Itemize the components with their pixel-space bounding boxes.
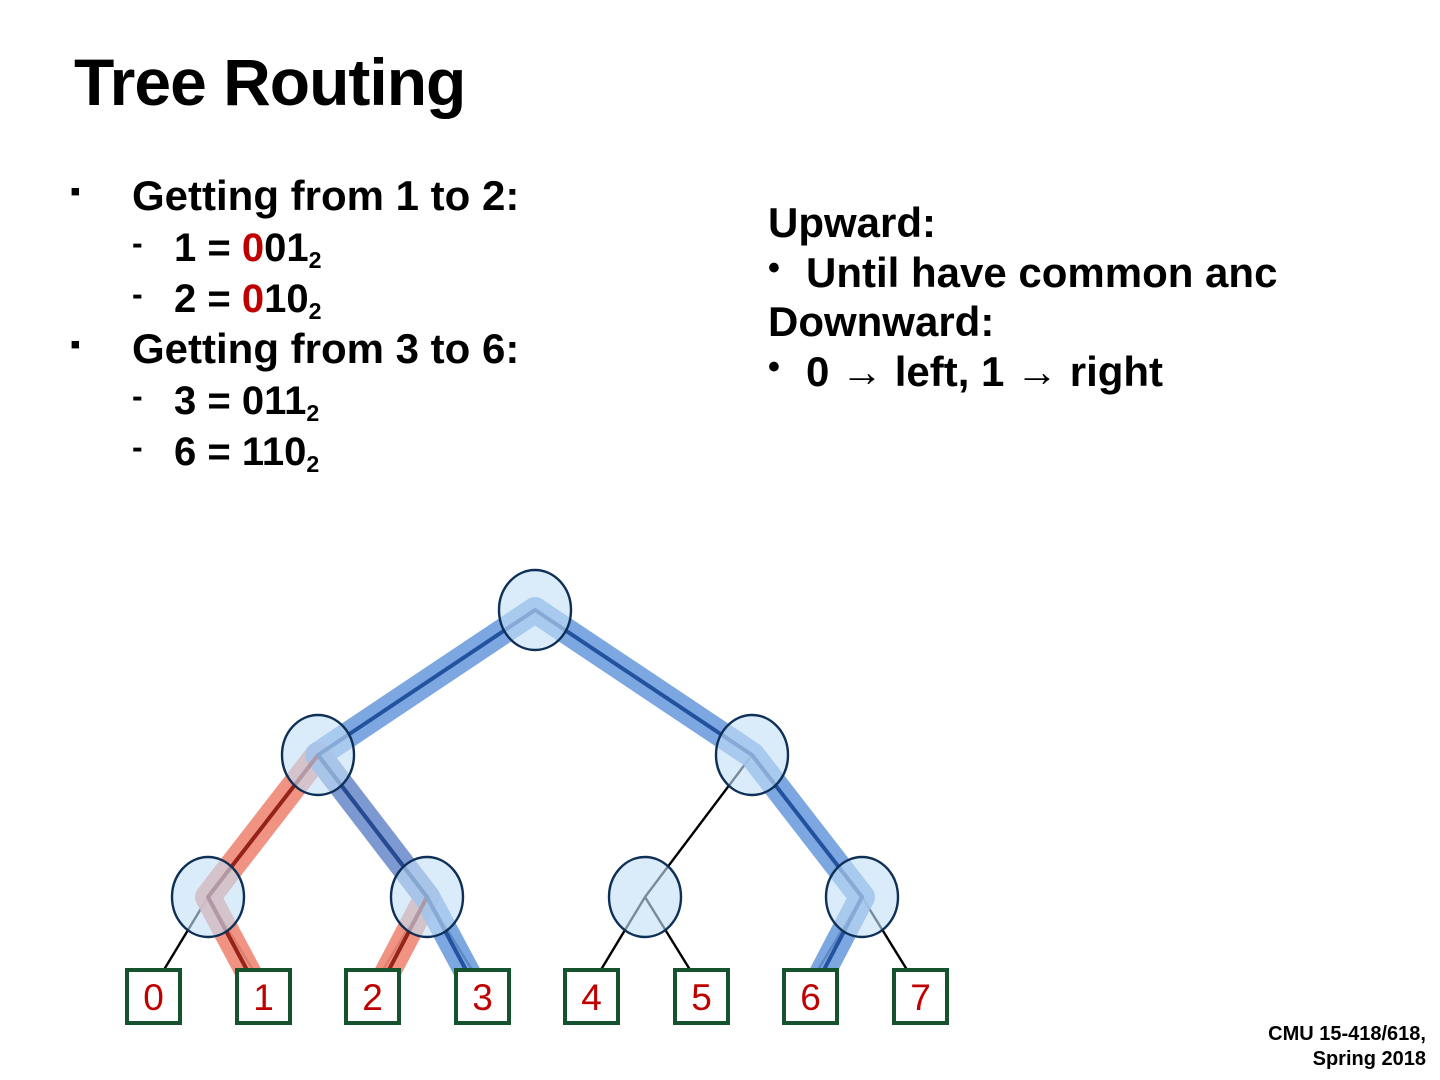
upward-rule-text: Until have common anc [806, 248, 1278, 296]
downward-rule-item: • 0 → left, 1 → right [768, 347, 1440, 397]
round-bullet-icon: • [768, 347, 780, 386]
binary-expression: 1 = 0012 [174, 224, 322, 273]
binary-rest: 110 [241, 430, 307, 475]
leaf-node-5[interactable]: 5 [673, 968, 730, 1025]
node-level2-d [824, 855, 900, 939]
bullet-label: Getting from 1 to 2: [132, 172, 520, 219]
binary-prefix: 2 = [174, 276, 242, 321]
sub-bullet-1-binary: - 1 = 0012 [132, 224, 770, 273]
binary-base: 2 [306, 400, 320, 427]
binary-prefix: 6 = [174, 430, 242, 475]
binary-expression: 2 = 0102 [174, 275, 322, 324]
page-title: Tree Routing [74, 45, 466, 119]
leaf-boxes: 0 1 2 3 4 [125, 968, 949, 1025]
node-level1-left [280, 713, 356, 797]
leaf-label: 6 [800, 977, 821, 1018]
leaf-label: 7 [910, 977, 931, 1018]
binary-prefix: 3 = [174, 379, 242, 424]
node-level2-b [389, 855, 465, 939]
dash-bullet-icon: - [132, 429, 143, 466]
upward-rule-item: • Until have common anc [768, 248, 1440, 298]
binary-rest: 10 [264, 276, 309, 321]
dash-bullet-icon: - [132, 275, 143, 312]
dash-bullet-icon: - [132, 378, 143, 415]
binary-prefix: 1 = [174, 225, 242, 270]
left-text-block: ▪ Getting from 1 to 2: - 1 = 0012 - 2 = … [70, 172, 770, 479]
node-level2-c [607, 855, 683, 939]
node-level1-right [714, 713, 790, 797]
binary-expression: 6 = 1102 [174, 428, 319, 477]
leaf-node-4[interactable]: 4 [563, 968, 620, 1025]
bullet-label: Getting from 3 to 6: [132, 325, 520, 373]
square-bullet-icon: ▪ [70, 175, 81, 208]
node-root [497, 568, 573, 652]
leaf-node-7[interactable]: 7 [892, 968, 949, 1025]
sub-bullet-3-binary: - 3 = 0112 [132, 377, 770, 426]
footer-course: CMU 15-418/618, [1268, 1023, 1426, 1045]
upward-heading: Upward: [768, 199, 936, 246]
binary-highlight-digit: 0 [241, 276, 265, 321]
tree-nodes [170, 568, 900, 939]
leaf-label: 4 [581, 977, 602, 1018]
bullet-getting-1-to-2: ▪ Getting from 1 to 2: [70, 172, 770, 220]
downward-heading: Downward: [768, 298, 995, 346]
dash-bullet-icon: - [132, 224, 143, 261]
tree-diagram: 0 1 2 3 4 [100, 555, 1000, 1055]
binary-base: 2 [308, 246, 322, 273]
binary-highlight-digit: 0 [241, 225, 265, 270]
leaf-node-2[interactable]: 2 [344, 968, 401, 1025]
slide-footer: CMU 15-418/618, Spring 2018 [1268, 1022, 1426, 1072]
binary-base: 2 [308, 297, 322, 324]
footer-term: Spring 2018 [1312, 1048, 1426, 1070]
leaf-node-0[interactable]: 0 [125, 968, 182, 1025]
leaf-label: 5 [691, 977, 712, 1018]
leaf-node-3[interactable]: 3 [454, 968, 511, 1025]
downward-rule-text: 0 → left, 1 → right [806, 347, 1164, 395]
right-text-block: Upward: • Until have common anc Downward… [768, 198, 1440, 396]
sub-bullet-2-binary: - 2 = 0102 [132, 275, 770, 324]
leaf-label: 1 [253, 977, 274, 1018]
sub-bullet-6-binary: - 6 = 1102 [132, 428, 770, 477]
route-core-lines [206, 608, 864, 986]
leaf-node-1[interactable]: 1 [235, 968, 292, 1025]
leaf-node-6[interactable]: 6 [782, 968, 839, 1025]
leaf-label: 3 [472, 977, 493, 1018]
leaf-label: 0 [143, 977, 164, 1018]
round-bullet-icon: • [768, 248, 780, 287]
node-level2-a [170, 855, 246, 939]
binary-expression: 3 = 0112 [174, 377, 319, 426]
binary-base: 2 [306, 451, 320, 478]
binary-rest: 01 [264, 225, 309, 270]
square-bullet-icon: ▪ [70, 328, 81, 362]
leaf-label: 2 [362, 977, 383, 1018]
binary-rest: 011 [241, 379, 307, 424]
bullet-getting-3-to-6: ▪ Getting from 3 to 6: [70, 325, 770, 373]
